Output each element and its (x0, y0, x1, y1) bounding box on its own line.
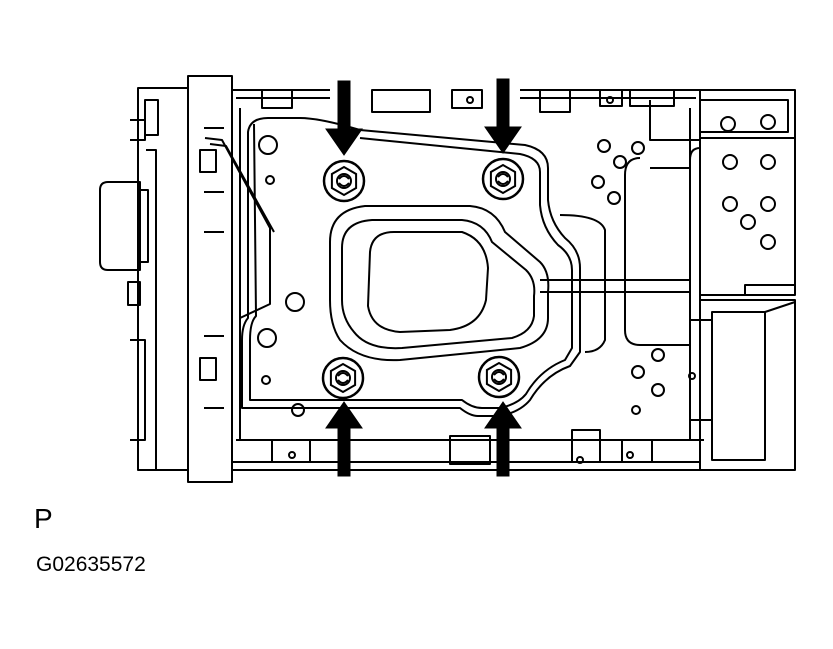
right-chassis (649, 89, 796, 471)
figure-id: G02635572 (36, 553, 146, 576)
left-knob (99, 181, 149, 271)
mounting-plate (204, 117, 581, 417)
arrow-up-icon (325, 401, 363, 477)
arrow-group (325, 78, 522, 477)
arrow-up-icon (484, 401, 522, 477)
left-side-plate (127, 75, 233, 483)
arrow-down-icon (484, 78, 522, 154)
mounting-holes (257, 96, 776, 464)
bolt-icon (322, 159, 366, 203)
center-boss (329, 157, 690, 362)
bolt-group (321, 157, 525, 400)
view-label: P (34, 503, 53, 534)
arrow-down-icon (325, 80, 363, 156)
bolt-icon (481, 157, 525, 201)
bolt-icon (321, 356, 365, 400)
bolt-icon (477, 355, 521, 399)
